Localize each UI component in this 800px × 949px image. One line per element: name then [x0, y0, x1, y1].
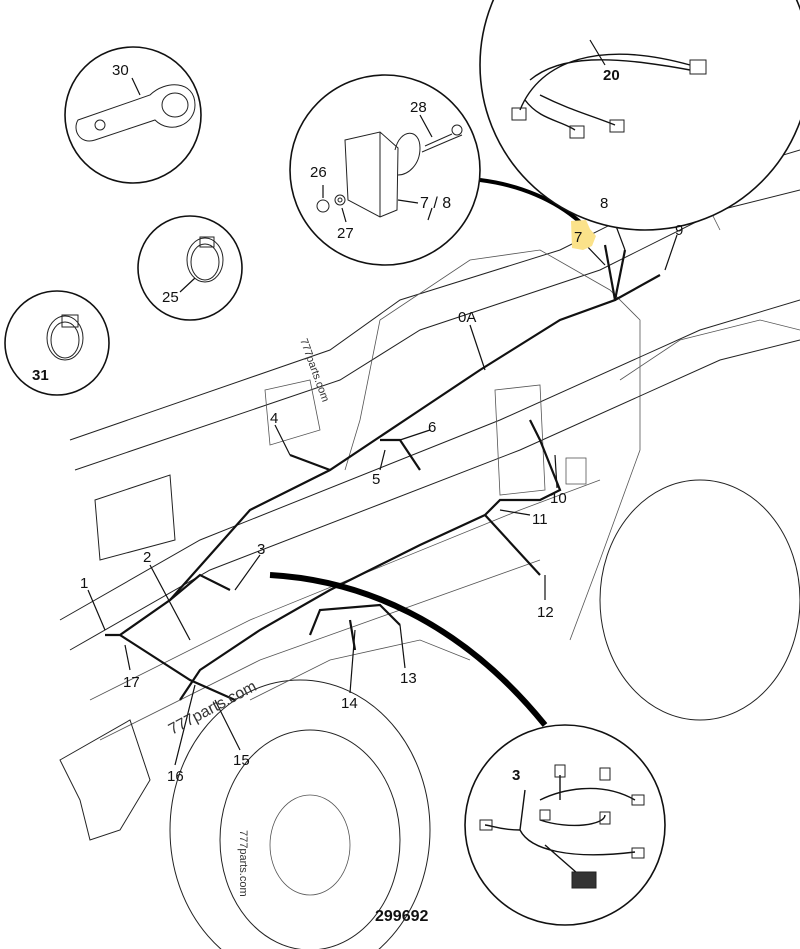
watermark: 777parts.com — [166, 678, 260, 739]
diagram-id: 299692 — [375, 908, 428, 925]
label-11: 11 — [532, 511, 548, 528]
label-3: 3 — [257, 541, 265, 558]
label-1: 1 — [80, 575, 88, 592]
detail-circle-31 — [4, 290, 110, 396]
label-10: 10 — [550, 490, 567, 507]
label-20: 20 — [603, 67, 620, 84]
label-3-detail: 3 — [512, 767, 520, 784]
label-17: 17 — [123, 674, 140, 691]
label-25: 25 — [162, 289, 179, 306]
label-12: 12 — [537, 604, 554, 621]
label-15: 15 — [233, 752, 250, 769]
label-27: 27 — [337, 225, 354, 242]
detail-circle-25 — [137, 215, 243, 321]
label-30: 30 — [112, 62, 129, 79]
label-31: 31 — [32, 367, 49, 384]
detail-circle-20 — [479, 0, 800, 231]
part-labels: 30 28 20 26 27 7 / 8 8 7 9 25 31 0A 4 6 … — [32, 62, 683, 785]
detail-circle-30 — [64, 46, 202, 184]
leader-lines — [87, 209, 678, 766]
label-7: 7 — [574, 229, 582, 246]
highlight-7 — [571, 220, 596, 250]
harness-leader-to-detail-7-8 — [479, 178, 582, 224]
watermark: 777parts.com — [237, 830, 249, 897]
label-7-8: 7 / 8 — [420, 195, 451, 212]
label-26: 26 — [310, 164, 327, 181]
machine-outline — [59, 149, 800, 949]
label-9: 9 — [675, 222, 683, 239]
label-4: 4 — [270, 410, 278, 427]
label-28: 28 — [410, 99, 427, 116]
label-2: 2 — [143, 549, 151, 566]
detail-circle-3 — [464, 724, 666, 926]
label-13: 13 — [400, 670, 417, 687]
label-14: 14 — [341, 695, 358, 712]
label-8: 8 — [600, 195, 608, 212]
detail-circle-7-8 — [289, 74, 481, 266]
label-5: 5 — [372, 471, 380, 488]
watermark: 777parts.com — [297, 337, 331, 404]
label-6: 6 — [428, 419, 436, 436]
label-0A: 0A — [458, 309, 476, 326]
harness-wires — [105, 178, 661, 727]
harness-leader-to-detail-3 — [269, 572, 548, 727]
label-16: 16 — [167, 768, 184, 785]
